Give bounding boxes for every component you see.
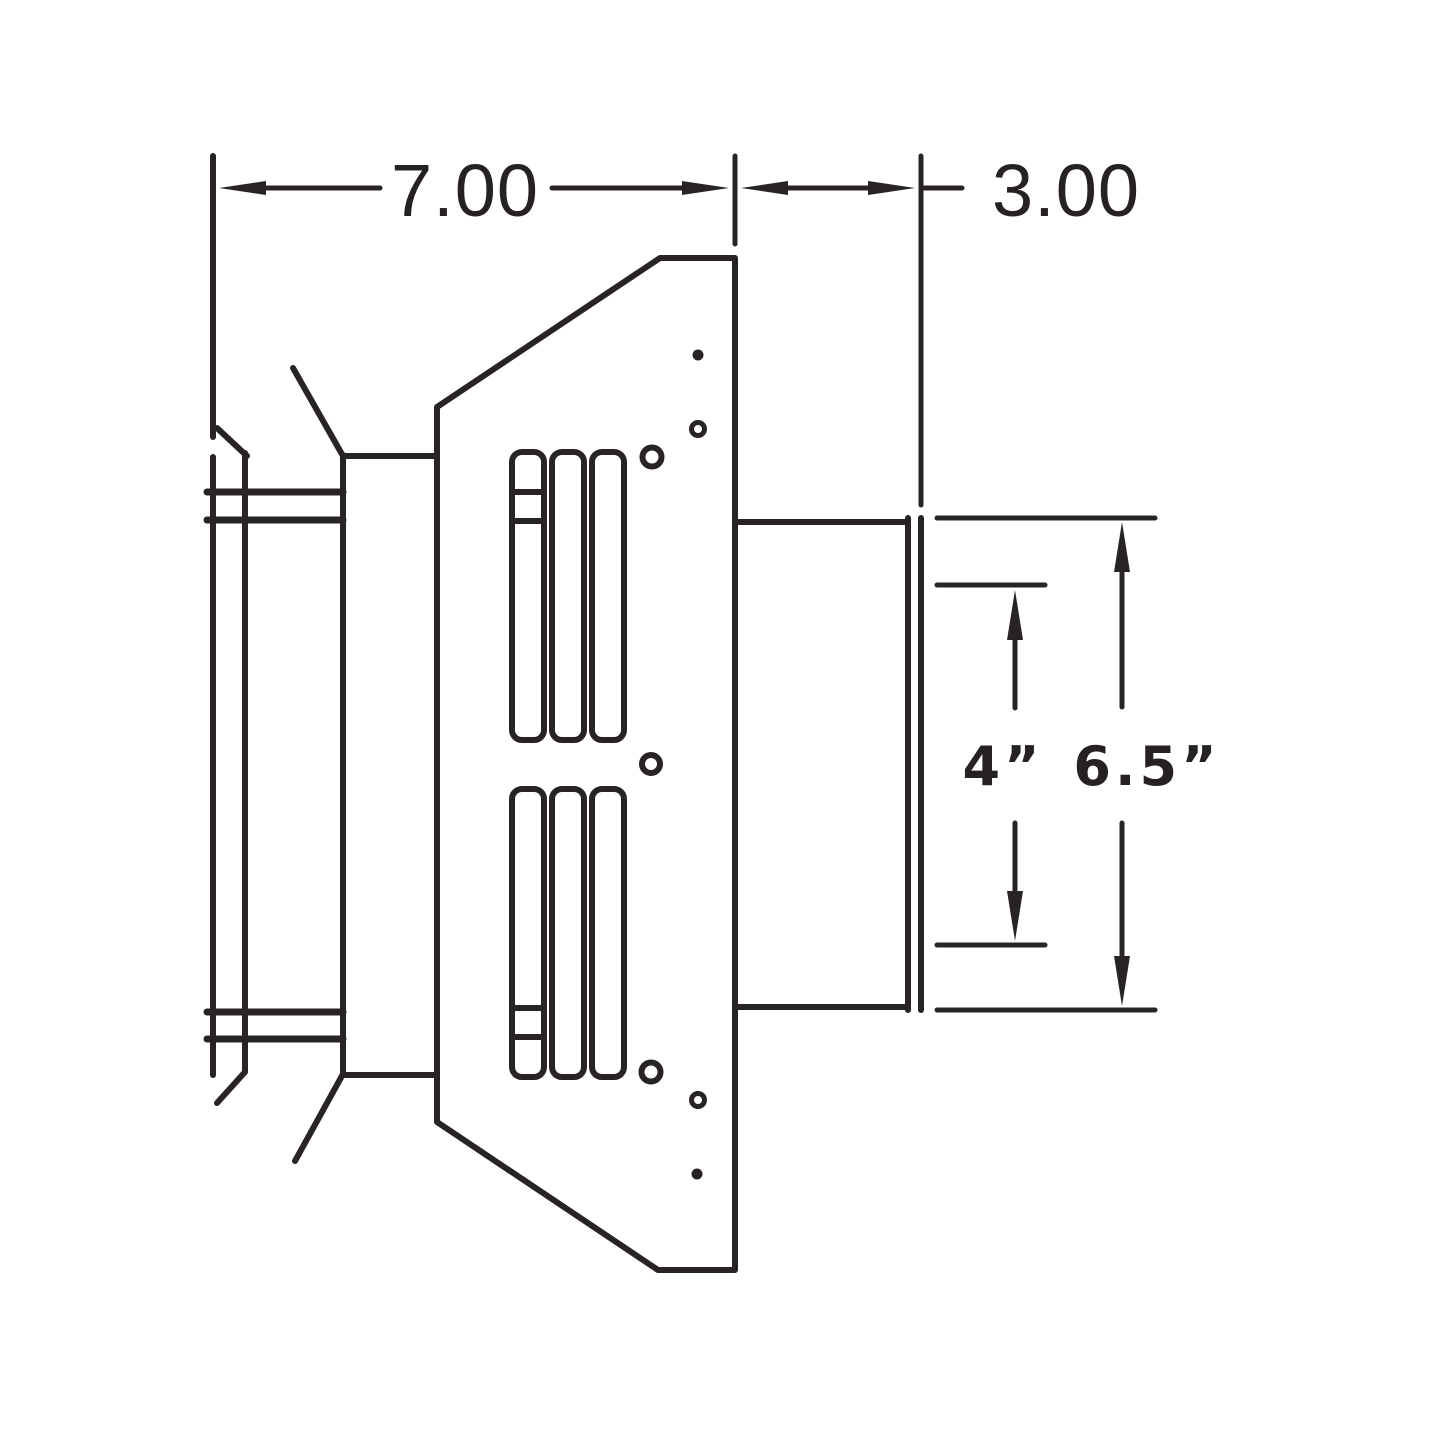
plate-outline bbox=[434, 255, 738, 1273]
hole-ring-lower-right bbox=[689, 1091, 707, 1109]
dim-label-offset: 3.00 bbox=[992, 149, 1140, 232]
dim-65-arrow-down-icon bbox=[1114, 956, 1130, 1006]
vent-slot-upper-3 bbox=[589, 449, 627, 743]
dim-label-inner-diameter: 4” bbox=[962, 735, 1043, 798]
dim-7-arrow-right-icon bbox=[682, 181, 729, 195]
hole-dot-top bbox=[692, 349, 704, 361]
hole-ring-lower-left bbox=[638, 1059, 664, 1085]
vent-slot-upper-2 bbox=[549, 449, 587, 743]
mounting-plate bbox=[434, 255, 738, 1273]
vent-slot-lower-1 bbox=[509, 786, 547, 1080]
vent-slot-lower-3 bbox=[589, 786, 627, 1080]
dimension-outer-diameter: 6.5” bbox=[934, 515, 1220, 1013]
vent-slots bbox=[509, 449, 627, 1080]
hole-ring-upper-left bbox=[639, 444, 665, 470]
dim-65-arrow-up-icon bbox=[1114, 522, 1130, 572]
dimension-offset: 3.00 bbox=[741, 149, 1140, 508]
funnel-diagonal-top bbox=[290, 365, 346, 459]
dimension-length: 7.00 bbox=[219, 149, 738, 247]
dim-3-arrow-right-icon bbox=[868, 181, 915, 195]
dimension-inner-diameter: 4” bbox=[934, 582, 1048, 948]
pipe-band-top bbox=[203, 488, 347, 524]
rivet-holes bbox=[638, 349, 707, 1180]
dim-label-outer-diameter: 6.5” bbox=[1073, 735, 1220, 798]
dim-4-arrow-down-icon bbox=[1007, 891, 1023, 941]
dim-label-length: 7.00 bbox=[391, 149, 539, 232]
vent-slot-upper-1-dividers bbox=[509, 489, 547, 524]
pipe-section bbox=[203, 153, 440, 1164]
collar-pipe bbox=[732, 515, 924, 1013]
vent-slot-upper-1 bbox=[509, 449, 547, 743]
vent-slot-lower-2 bbox=[549, 786, 587, 1080]
hole-dot-bottom bbox=[691, 1168, 703, 1180]
dim-4-arrow-up-icon bbox=[1007, 590, 1023, 640]
hole-ring-center bbox=[639, 752, 663, 776]
dim-3-arrow-left-icon bbox=[741, 181, 788, 195]
dim-7-arrow-left-icon bbox=[219, 181, 266, 195]
pipe-stub-top bbox=[214, 425, 250, 459]
funnel-diagonal-bottom bbox=[292, 1071, 346, 1164]
pipe-stub-bottom bbox=[214, 1069, 248, 1106]
vent-slot-lower-1-dividers bbox=[509, 1005, 547, 1040]
hole-ring-upper-right bbox=[689, 420, 707, 438]
pipe-band-bottom bbox=[203, 1008, 347, 1043]
